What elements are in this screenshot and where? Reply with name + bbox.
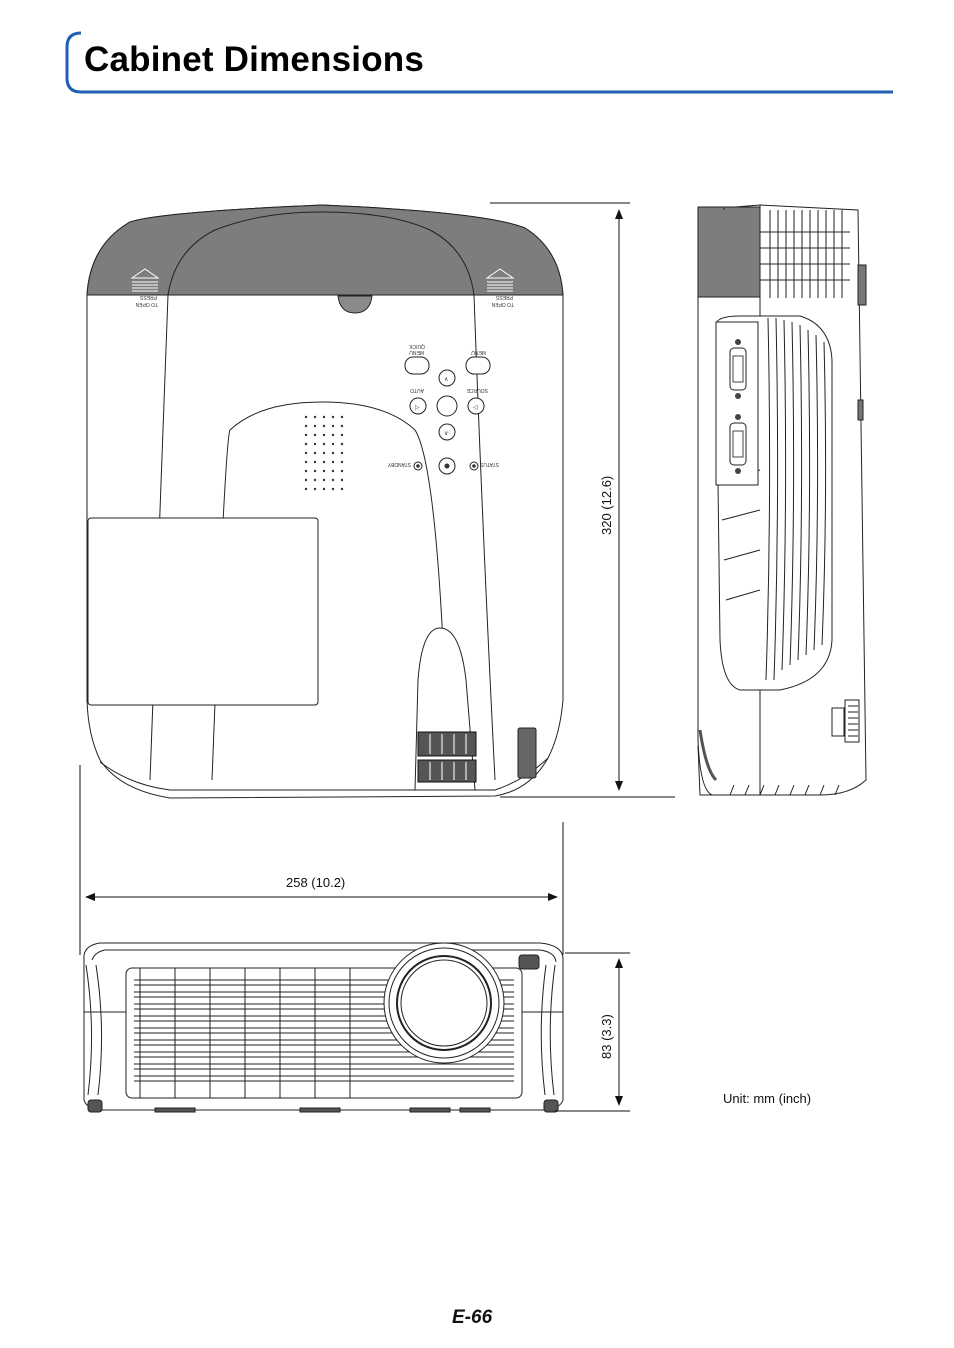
side-view xyxy=(697,204,867,796)
speaker-grille xyxy=(304,415,344,491)
title-frame xyxy=(65,31,893,94)
label-quick: QUICK xyxy=(409,343,426,349)
press-to-open-right-icon xyxy=(485,268,515,292)
control-panel xyxy=(404,356,491,475)
press-to-open-left-icon xyxy=(130,268,160,292)
left-arrow-button xyxy=(409,397,427,415)
front-view xyxy=(83,942,564,1113)
svg-text:▷: ▷ xyxy=(415,405,420,411)
depth-dimension-label: 320 (12.6) xyxy=(599,476,614,535)
menu-button xyxy=(465,356,491,375)
right-arrow-button xyxy=(467,397,485,415)
label-auto: AUTO xyxy=(410,387,424,393)
label-standby: STANDBY xyxy=(387,461,411,467)
dimension-lines xyxy=(79,202,675,1112)
svg-text:∨: ∨ xyxy=(444,431,448,437)
height-dimension-label: 83 (3.3) xyxy=(599,1014,614,1059)
vga-port-2 xyxy=(729,422,747,466)
page-title: Cabinet Dimensions xyxy=(84,40,425,79)
label-menu: MENU xyxy=(471,349,486,355)
page-number: E-66 xyxy=(452,1307,493,1328)
label-status: STATUS xyxy=(479,461,499,467)
label-quick-menu: MENU xyxy=(409,349,424,355)
label-press-left-1: PRESS xyxy=(139,294,157,300)
label-press-left-2: TO OPEN xyxy=(135,301,158,307)
label-source: SOURCE xyxy=(466,387,488,393)
quick-menu-button xyxy=(404,356,430,375)
top-view: ∧ ▷ ◁ ∨ xyxy=(86,204,564,799)
svg-text:∧: ∧ xyxy=(444,377,448,383)
down-arrow-button xyxy=(438,369,456,387)
vga-port-1 xyxy=(729,347,747,391)
up-arrow-button xyxy=(438,423,456,441)
width-dimension-label: 258 (10.2) xyxy=(286,875,345,890)
label-press-right-1: PRESS xyxy=(495,294,513,300)
top-view-labels: PRESS TO OPEN PRESS TO OPEN QUICK MENU M… xyxy=(135,294,514,467)
unit-note: Unit: mm (inch) xyxy=(723,1091,812,1106)
label-press-right-2: TO OPEN xyxy=(491,301,514,307)
svg-text:◁: ◁ xyxy=(473,405,478,411)
enter-button xyxy=(436,395,458,417)
